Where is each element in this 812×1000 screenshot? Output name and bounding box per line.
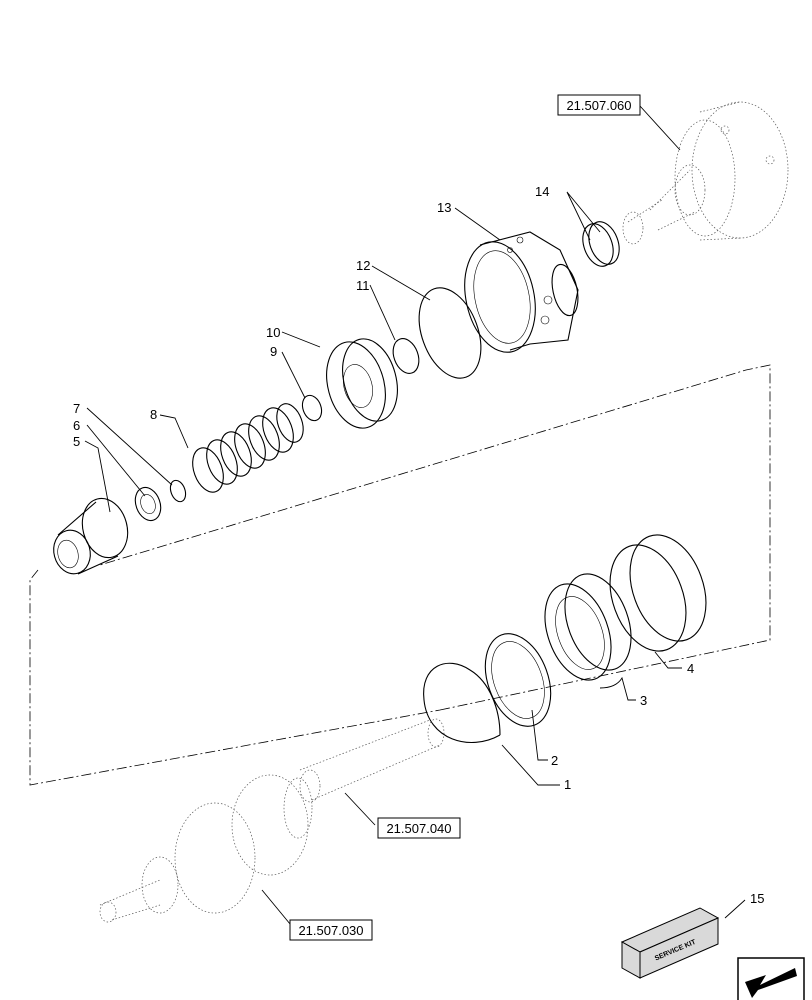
callout-7: 7 [73,401,80,416]
part-11-ring [392,338,420,374]
part-7-ring [169,479,187,503]
housing-reference-part [622,101,789,245]
part-9-snap-ring [301,394,323,422]
callout-6: 6 [73,418,80,433]
callout-9: 9 [270,344,277,359]
part-4-band [609,534,707,652]
reference-box-middle[interactable]: 21.507.040 [377,817,461,839]
leader-lines [84,105,746,931]
part-13-clutch-drum [464,231,579,353]
part-2-friction-disc [484,633,552,727]
callout-14: 14 [535,184,549,199]
part-14-seal-rings [582,221,620,267]
callout-3: 3 [640,693,647,708]
part-3-gear-set [544,573,632,681]
callout-8: 8 [150,407,157,422]
gear-cluster-reference-part [99,774,313,923]
shaft-reference-part [299,718,445,803]
part-6-nut [134,486,162,522]
reference-box-bottom[interactable]: 21.507.030 [289,919,373,941]
callout-numbers: 1 2 3 4 5 6 7 8 9 10 11 12 13 14 15 [73,184,764,906]
callout-11: 11 [356,278,370,293]
reference-label-middle: 21.507.040 [386,821,451,836]
service-kit-box-icon: SERVICE KIT [620,907,720,979]
callout-5: 5 [73,434,80,449]
assembly-path [29,364,771,786]
callout-12: 12 [356,258,370,273]
reference-box-top[interactable]: 21.507.060 [557,94,641,116]
callout-1: 1 [564,777,571,792]
reference-label-bottom: 21.507.030 [298,923,363,938]
back-arrow-icon[interactable] [737,957,805,1000]
callout-2: 2 [551,753,558,768]
part-8-spring [192,403,304,493]
part-5-hub [53,497,129,575]
callout-15: 15 [750,891,764,906]
callout-4: 4 [687,661,694,676]
callout-13: 13 [437,200,451,215]
callout-10: 10 [266,325,280,340]
reference-label-top: 21.507.060 [566,98,631,113]
part-10-piston [326,338,398,429]
part-1-snap-ring [423,662,501,744]
part-12-o-ring [418,287,482,379]
